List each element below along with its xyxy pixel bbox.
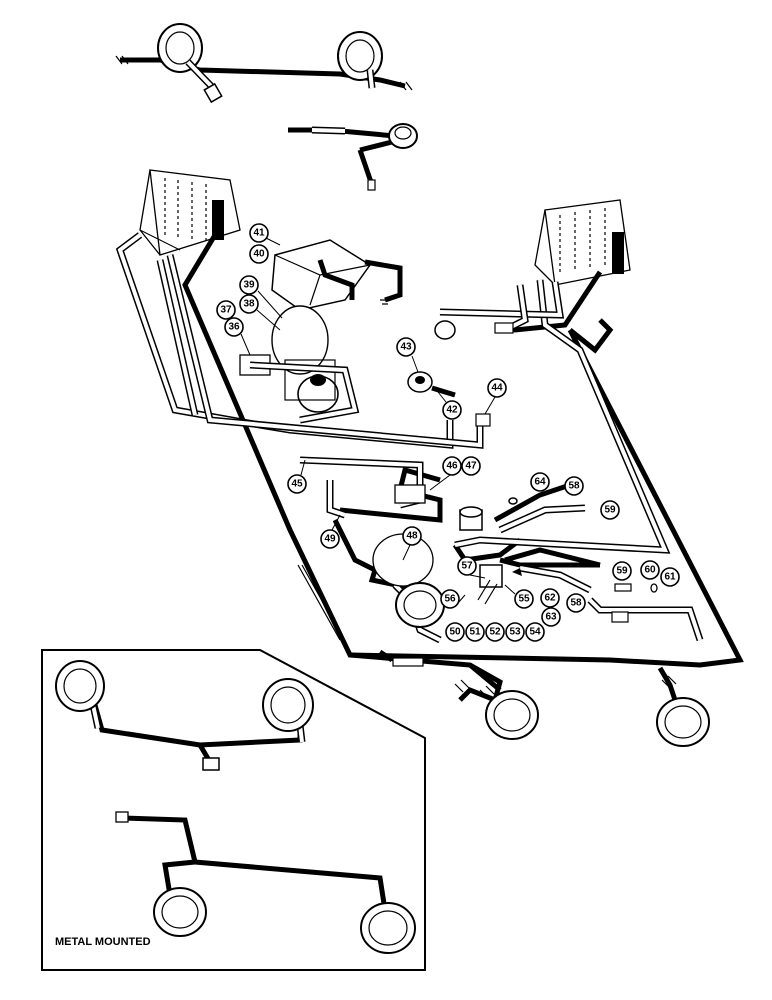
top-right-lamp — [337, 31, 383, 81]
callout-57: 57 — [457, 556, 477, 576]
marker-lamp — [388, 123, 418, 149]
callout-60: 60 — [640, 560, 660, 580]
leader-lines — [240, 237, 516, 604]
callout-46: 46 — [442, 456, 462, 476]
callout-53: 53 — [505, 622, 525, 642]
callout-43: 43 — [396, 337, 416, 357]
callout-47: 47 — [461, 456, 481, 476]
secondary-harness — [115, 232, 704, 644]
svg-text:47: 47 — [465, 461, 477, 472]
top-left-lamp — [157, 23, 203, 73]
callout-62: 62 — [540, 588, 560, 608]
svg-text:43: 43 — [400, 342, 412, 353]
svg-text:36: 36 — [228, 322, 240, 333]
callout-48: 48 — [402, 526, 422, 546]
callout-52: 52 — [485, 622, 505, 642]
callout-61: 61 — [660, 567, 680, 587]
callout-64: 64 — [530, 472, 550, 492]
svg-text:46: 46 — [446, 461, 458, 472]
svg-text:37: 37 — [220, 305, 232, 316]
callout-41: 41 — [249, 223, 269, 243]
svg-text:56: 56 — [444, 594, 456, 605]
svg-text:55: 55 — [518, 594, 530, 605]
callout-63: 63 — [541, 607, 561, 627]
callout-42: 42 — [442, 400, 462, 420]
svg-text:54: 54 — [529, 627, 541, 638]
small-components — [297, 320, 658, 667]
svg-text:48: 48 — [406, 531, 418, 542]
svg-text:39: 39 — [243, 280, 255, 291]
svg-text:45: 45 — [291, 479, 303, 490]
callout-37: 37 — [216, 300, 236, 320]
svg-text:50: 50 — [449, 627, 461, 638]
callout-38: 38 — [239, 294, 259, 314]
callout-51: 51 — [465, 622, 485, 642]
svg-text:42: 42 — [446, 405, 458, 416]
callout-59-bottom: 59 — [612, 561, 632, 581]
svg-text:53: 53 — [509, 627, 521, 638]
svg-text:41: 41 — [253, 228, 265, 239]
svg-text:60: 60 — [644, 565, 656, 576]
callout-58-top: 58 — [564, 476, 584, 496]
callout-55: 55 — [514, 589, 534, 609]
svg-text:44: 44 — [491, 383, 503, 394]
callout-50: 50 — [445, 622, 465, 642]
callout-36: 36 — [224, 317, 244, 337]
svg-text:40: 40 — [253, 249, 265, 260]
callout-39: 39 — [239, 275, 259, 295]
svg-text:58: 58 — [570, 598, 582, 609]
svg-text:58: 58 — [568, 481, 580, 492]
callout-45: 45 — [287, 474, 307, 494]
metal-mounted-inset: METAL MOUNTED — [41, 649, 426, 971]
svg-text:59: 59 — [604, 505, 616, 516]
callout-40: 40 — [249, 244, 269, 264]
battery-box — [271, 239, 403, 311]
svg-text:51: 51 — [469, 627, 481, 638]
svg-text:57: 57 — [461, 561, 473, 572]
left-terminal-box — [139, 169, 241, 256]
svg-text:59: 59 — [616, 566, 628, 577]
svg-text:61: 61 — [664, 572, 676, 583]
svg-text:38: 38 — [243, 299, 255, 310]
marker-lamp-lead — [288, 123, 418, 191]
inset-label: METAL MOUNTED — [55, 936, 151, 948]
starter-cluster — [239, 305, 339, 413]
svg-text:49: 49 — [324, 534, 336, 545]
main-harness — [182, 233, 744, 704]
callout-59-top: 59 — [600, 500, 620, 520]
bottom-lamps — [485, 690, 710, 747]
callout-49: 49 — [320, 529, 340, 549]
top-connector — [203, 82, 223, 104]
callout-54: 54 — [525, 622, 545, 642]
callout-56: 56 — [440, 589, 460, 609]
svg-text:52: 52 — [489, 627, 501, 638]
callouts: 41 40 39 38 37 36 43 42 44 45 46 47 64 5… — [216, 223, 680, 642]
svg-text:63: 63 — [545, 612, 557, 623]
svg-text:64: 64 — [534, 477, 546, 488]
svg-text:62: 62 — [544, 593, 556, 604]
top-lamp-harness — [115, 23, 413, 104]
right-terminal-box — [534, 199, 631, 286]
callout-44: 44 — [487, 378, 507, 398]
callout-58-bottom: 58 — [566, 593, 586, 613]
